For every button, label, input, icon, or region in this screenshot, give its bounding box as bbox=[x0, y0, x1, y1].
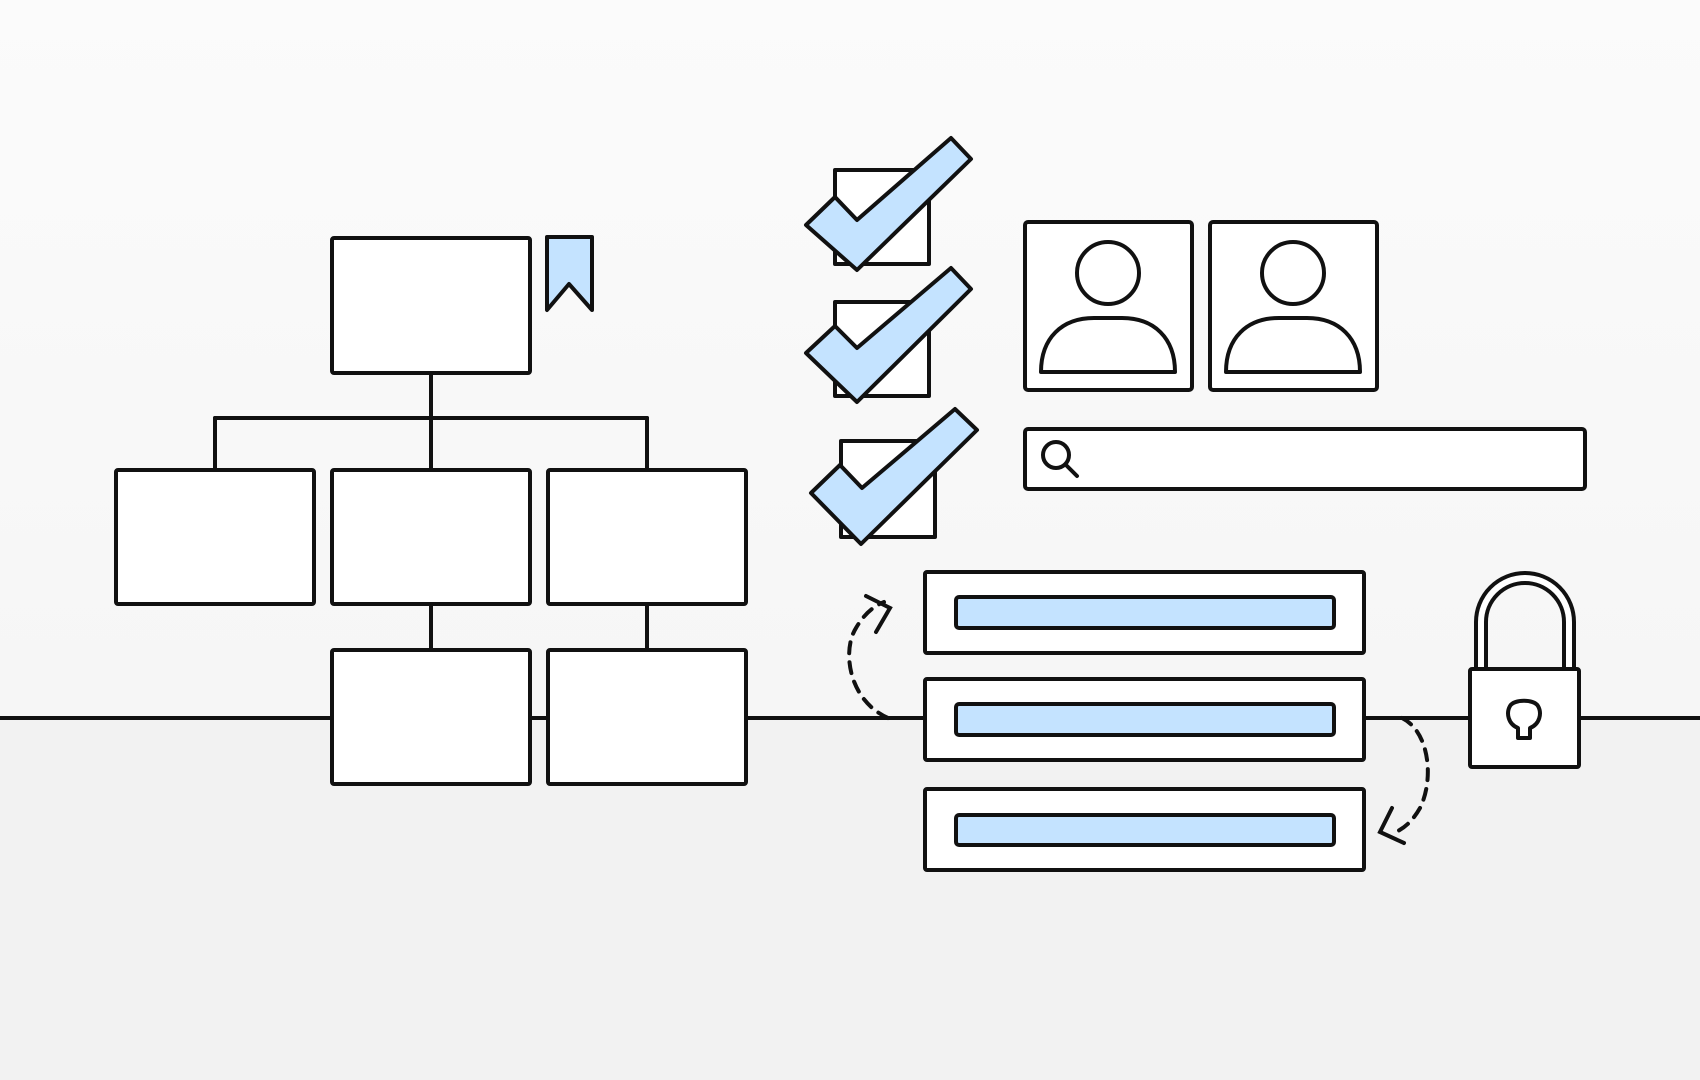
user-icon-body bbox=[1224, 316, 1362, 374]
list-item[interactable] bbox=[923, 787, 1366, 872]
user-card bbox=[1208, 220, 1379, 392]
search-input[interactable] bbox=[1023, 427, 1587, 491]
search-icon bbox=[1041, 440, 1079, 478]
checklist bbox=[804, 136, 979, 546]
org-box-child-left bbox=[114, 468, 316, 606]
list-item-bar bbox=[954, 595, 1336, 630]
org-box-root bbox=[330, 236, 532, 375]
list-item[interactable] bbox=[923, 677, 1366, 762]
org-box-grandchild-middle bbox=[330, 648, 532, 786]
curved-arrow-up-icon bbox=[847, 594, 893, 720]
list-item[interactable] bbox=[923, 570, 1366, 655]
checkmark-icon bbox=[809, 407, 979, 546]
curved-arrow-down-icon bbox=[1377, 716, 1430, 845]
checkmark-icon bbox=[804, 136, 973, 272]
org-chart-connectors bbox=[213, 371, 649, 652]
org-box-child-right bbox=[546, 468, 748, 606]
list-item-bar bbox=[954, 813, 1336, 847]
org-box-grandchild-right bbox=[546, 648, 748, 786]
checkmark-icon bbox=[804, 266, 973, 404]
user-icon-head bbox=[1260, 240, 1326, 306]
checklist-item bbox=[804, 266, 973, 404]
user-icon-body bbox=[1039, 316, 1177, 374]
floor-area bbox=[0, 718, 1700, 1080]
checklist-item bbox=[804, 136, 973, 272]
checklist-item bbox=[809, 407, 979, 546]
org-chart bbox=[114, 236, 748, 786]
user-card bbox=[1023, 220, 1194, 392]
sortable-list bbox=[923, 570, 1366, 872]
search-bar[interactable] bbox=[1023, 427, 1587, 491]
list-item-bar bbox=[954, 702, 1336, 737]
bookmark-icon bbox=[545, 235, 594, 312]
keyhole bbox=[1506, 698, 1542, 740]
user-icon-head bbox=[1075, 240, 1141, 306]
org-box-child-middle bbox=[330, 468, 532, 606]
padlock-icon bbox=[1468, 571, 1581, 769]
